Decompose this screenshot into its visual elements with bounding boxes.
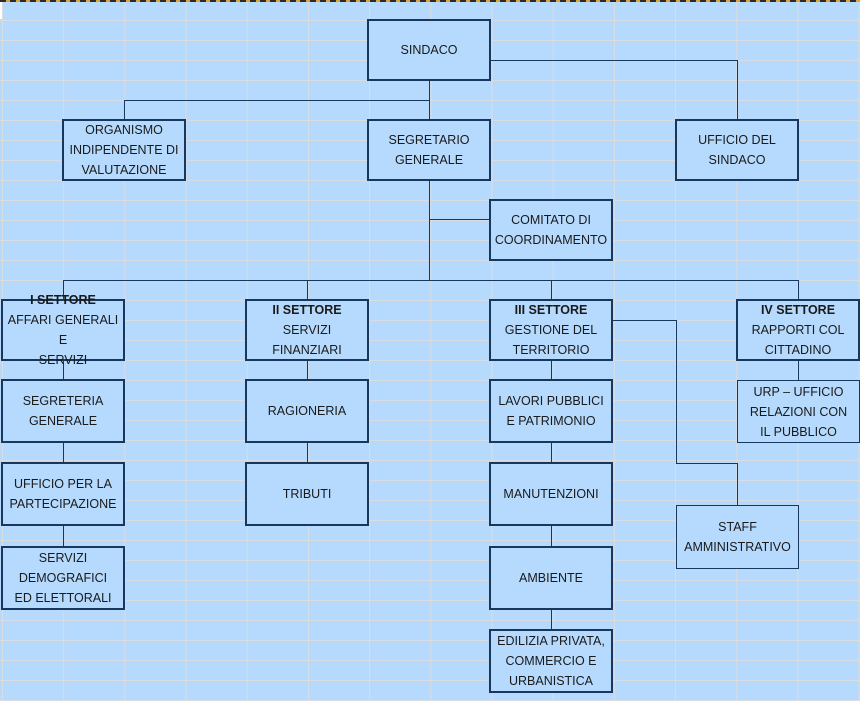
node-settore-2[interactable]: II SETTORE SERVIZI FINANZIARI xyxy=(245,299,369,361)
node-label: SINDACO xyxy=(708,153,766,167)
node-oiv[interactable]: ORGANISMO INDIPENDENTE DI VALUTAZIONE xyxy=(62,119,186,181)
connector xyxy=(737,463,738,505)
node-label: SEGRETARIO xyxy=(388,133,470,147)
node-label: COMITATO DI xyxy=(511,213,591,227)
node-lavori-pubblici[interactable]: LAVORI PUBBLICI E PATRIMONIO xyxy=(489,379,613,443)
connector xyxy=(490,60,738,61)
node-label: RELAZIONI CON xyxy=(749,404,848,419)
connector xyxy=(429,180,430,280)
node-label: PARTECIPAZIONE xyxy=(9,497,117,511)
node-label: TERRITORIO xyxy=(512,343,590,357)
active-cell-marker xyxy=(0,2,2,19)
node-label: GESTIONE DEL xyxy=(504,323,598,337)
node-demografici[interactable]: SERVIZI DEMOGRAFICI ED ELETTORALI xyxy=(1,546,125,610)
connector xyxy=(124,100,430,101)
node-label: SERVIZI xyxy=(38,551,88,565)
node-settore-3[interactable]: III SETTORE GESTIONE DEL TERRITORIO xyxy=(489,299,613,361)
node-label: VALUTAZIONE xyxy=(81,163,167,177)
node-sindaco[interactable]: SINDACO xyxy=(367,19,491,81)
node-tributi[interactable]: TRIBUTI xyxy=(245,462,369,526)
node-label: SERVIZI xyxy=(38,353,88,367)
node-label: GENERALE xyxy=(28,414,98,428)
node-label: RAGIONERIA xyxy=(267,404,347,418)
node-label: E PATRIMONIO xyxy=(506,414,596,428)
node-label: COMMERCIO E xyxy=(505,654,597,668)
node-label: TRIBUTI xyxy=(282,487,332,501)
node-label: AMMINISTRATIVO xyxy=(684,540,791,554)
node-segreteria-generale[interactable]: SEGRETERIA GENERALE xyxy=(1,379,125,443)
node-label: RAPPORTI COL xyxy=(751,323,845,337)
node-urp[interactable]: URP – UFFICIO RELAZIONI CON IL PUBBLICO xyxy=(737,380,860,443)
node-title: IV SETTORE xyxy=(760,303,836,317)
node-label: URP – UFFICIO xyxy=(753,384,844,399)
node-ragioneria[interactable]: RAGIONERIA xyxy=(245,379,369,443)
node-title: II SETTORE xyxy=(272,303,342,317)
node-ambiente[interactable]: AMBIENTE xyxy=(489,546,613,610)
connector xyxy=(429,79,430,120)
node-label: UFFICIO DEL xyxy=(698,133,776,147)
node-label: COORDINAMENTO xyxy=(494,233,608,247)
connector xyxy=(798,360,799,380)
node-label: AFFARI GENERALI E xyxy=(7,313,119,347)
connector xyxy=(737,60,738,120)
node-label: IL PUBBLICO xyxy=(760,424,837,439)
connector xyxy=(63,360,64,546)
connector xyxy=(676,320,677,463)
node-ufficio-sindaco[interactable]: UFFICIO DEL SINDACO xyxy=(675,119,799,181)
connector xyxy=(63,280,64,300)
node-title: I SETTORE xyxy=(30,293,96,307)
node-label: UFFICIO PER LA xyxy=(14,477,112,491)
connector xyxy=(124,100,125,120)
node-edilizia[interactable]: EDILIZIA PRIVATA, COMMERCIO E URBANISTIC… xyxy=(489,629,613,693)
connector xyxy=(551,280,552,300)
node-label: SINDACO xyxy=(400,43,458,57)
node-label: ORGANISMO xyxy=(85,123,163,137)
node-staff-amministrativo[interactable]: STAFF AMMINISTRATIVO xyxy=(676,505,799,569)
node-label: DEMOGRAFICI xyxy=(18,571,108,585)
node-label: ED ELETTORALI xyxy=(14,591,112,605)
node-label: INDIPENDENTE DI xyxy=(69,143,179,157)
connector xyxy=(307,280,308,300)
node-label: CITTADINO xyxy=(764,343,832,357)
connector xyxy=(429,219,490,220)
node-label: SEGRETERIA xyxy=(22,394,104,408)
node-settore-1[interactable]: I SETTORE AFFARI GENERALI E SERVIZI xyxy=(1,293,125,367)
connector xyxy=(63,280,799,281)
node-partecipazione[interactable]: UFFICIO PER LA PARTECIPAZIONE xyxy=(1,462,125,526)
node-label: EDILIZIA PRIVATA, xyxy=(497,634,605,648)
node-label: URBANISTICA xyxy=(508,674,594,688)
copy-selection-marquee xyxy=(0,0,860,2)
connector xyxy=(612,320,677,321)
node-label: FINANZIARI xyxy=(272,343,342,357)
node-manutenzioni[interactable]: MANUTENZIONI xyxy=(489,462,613,526)
connector xyxy=(676,463,738,464)
connector xyxy=(798,280,799,300)
node-segretario-generale[interactable]: SEGRETARIO GENERALE xyxy=(367,119,491,181)
node-comitato[interactable]: COMITATO DI COORDINAMENTO xyxy=(489,199,613,261)
node-settore-4[interactable]: IV SETTORE RAPPORTI COL CITTADINO xyxy=(736,299,860,361)
node-title: III SETTORE xyxy=(514,303,588,317)
node-label: GENERALE xyxy=(394,153,464,167)
node-label: STAFF xyxy=(718,520,757,534)
node-label: AMBIENTE xyxy=(519,571,583,585)
node-label: SERVIZI xyxy=(282,323,332,337)
node-label: MANUTENZIONI xyxy=(503,487,599,501)
node-label: LAVORI PUBBLICI xyxy=(498,394,604,408)
